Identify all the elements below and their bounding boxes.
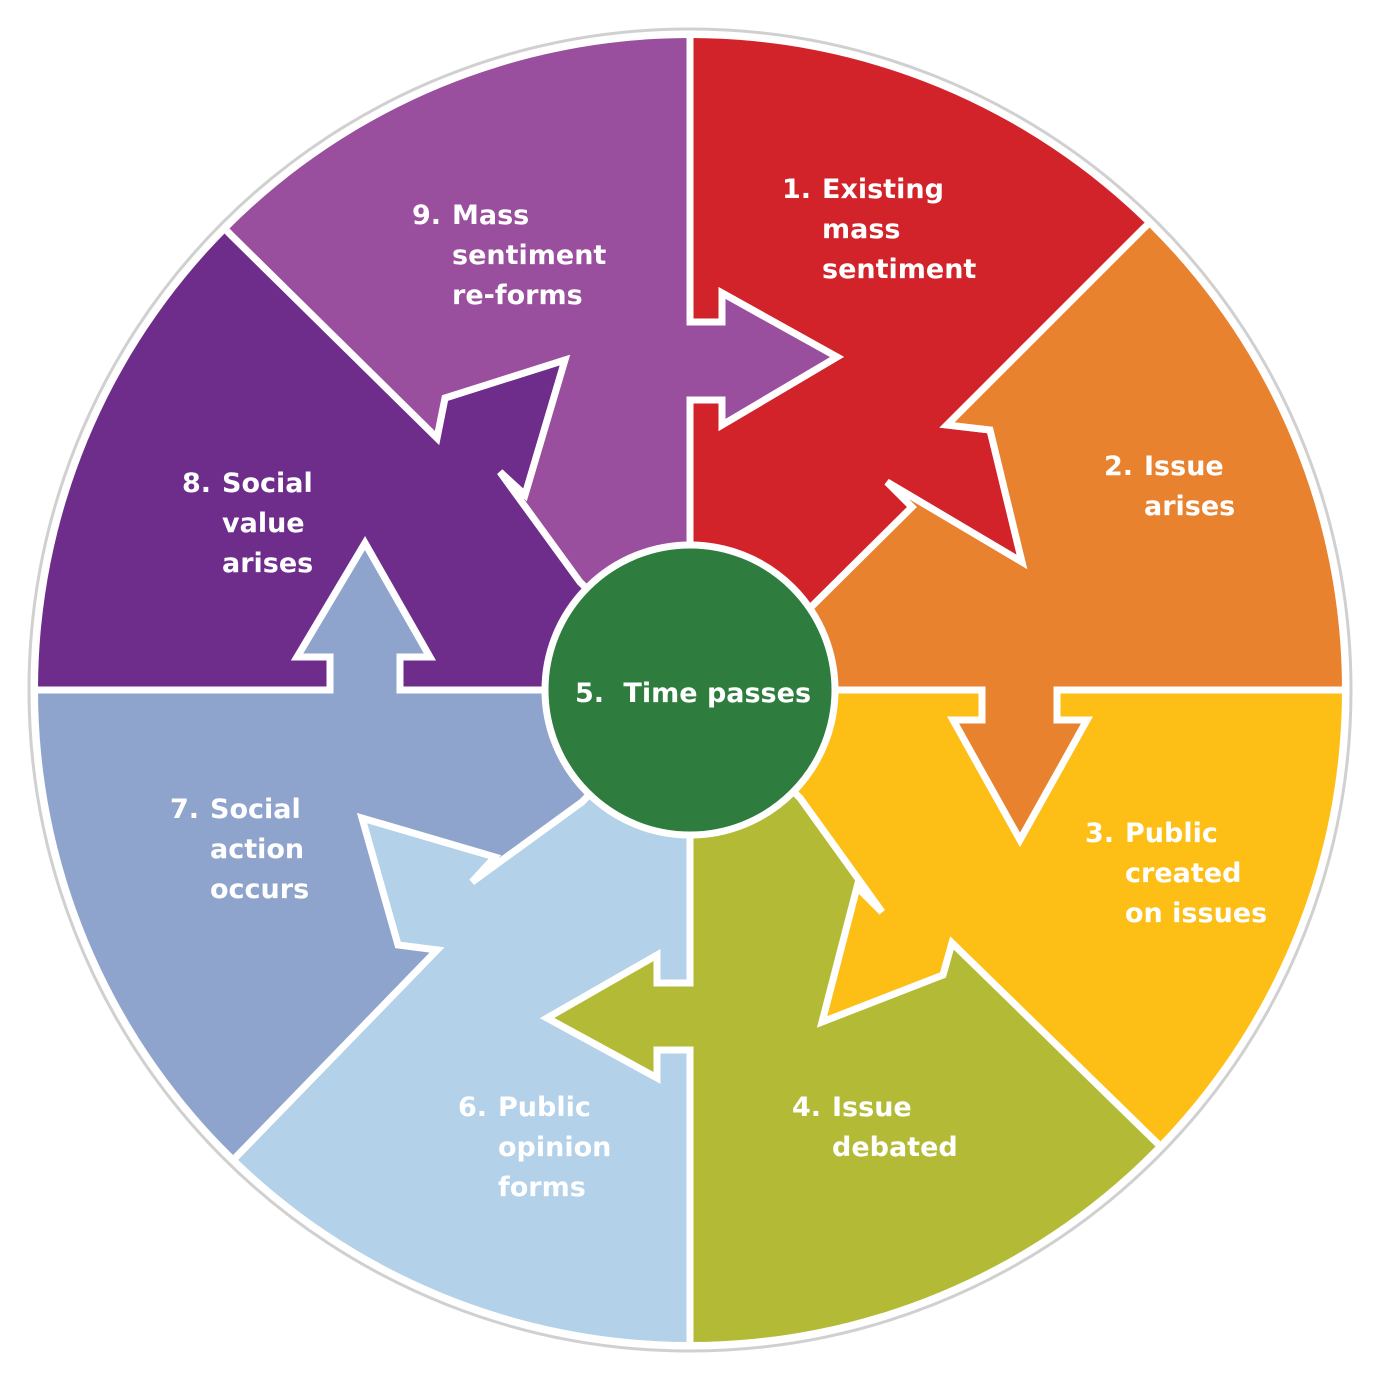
center-label: 5. Time passes (575, 678, 811, 709)
stage-label-1: 1. Existing mass sentiment (782, 174, 976, 285)
stage-3-line-1: Public (1125, 818, 1218, 849)
stage-9-line-1: Mass (452, 200, 529, 231)
stage-2-line-1: Issue (1144, 451, 1224, 482)
center-circle (541, 541, 839, 839)
stage-1-line-1: Existing (822, 174, 944, 205)
stage-label-6: 6. Public opinion forms (458, 1092, 611, 1203)
stage-1-line-2: mass (822, 214, 901, 245)
stage-label-8: 8. Social value arises (182, 468, 313, 579)
stage-8-line-3: arises (222, 548, 313, 579)
stage-7-number: 7. (170, 794, 199, 825)
stage-6-line-1: Public (498, 1092, 591, 1123)
stage-3-line-2: created (1125, 858, 1241, 889)
stage-label-7: 7. Social action occurs (170, 794, 309, 905)
stage-9-number: 9. (412, 200, 441, 231)
stage-1-number: 1. (782, 174, 811, 205)
stage-8-line-1: Social (222, 468, 313, 499)
stage-4-line-2: debated (832, 1132, 958, 1163)
stage-8-line-2: value (222, 508, 305, 539)
stage-label-4: 4. Issue debated (792, 1092, 958, 1163)
stage-7-line-3: occurs (210, 874, 309, 905)
stage-7-line-2: action (210, 834, 304, 865)
center-number: 5. (575, 678, 604, 709)
stage-9-line-3: re-forms (452, 280, 583, 311)
stage-8-number: 8. (182, 468, 211, 499)
stage-6-line-2: opinion (498, 1132, 611, 1163)
center-text: Time passes (623, 678, 811, 709)
stage-9-line-2: sentiment (452, 240, 606, 271)
stage-6-number: 6. (458, 1092, 487, 1123)
stage-2-number: 2. (1104, 451, 1133, 482)
stage-2-line-2: arises (1144, 491, 1235, 522)
stage-4-number: 4. (792, 1092, 821, 1123)
stage-3-line-3: on issues (1125, 898, 1267, 929)
stage-label-3: 3. Public created on issues (1085, 818, 1267, 929)
stage-7-line-1: Social (210, 794, 301, 825)
stage-6-line-3: forms (498, 1172, 586, 1203)
stage-3-number: 3. (1085, 818, 1114, 849)
stage-label-2: 2. Issue arises (1104, 451, 1235, 522)
stage-4-line-1: Issue (832, 1092, 912, 1123)
stage-label-9: 9. Mass sentiment re-forms (412, 200, 606, 311)
stage-1-line-3: sentiment (822, 254, 976, 285)
